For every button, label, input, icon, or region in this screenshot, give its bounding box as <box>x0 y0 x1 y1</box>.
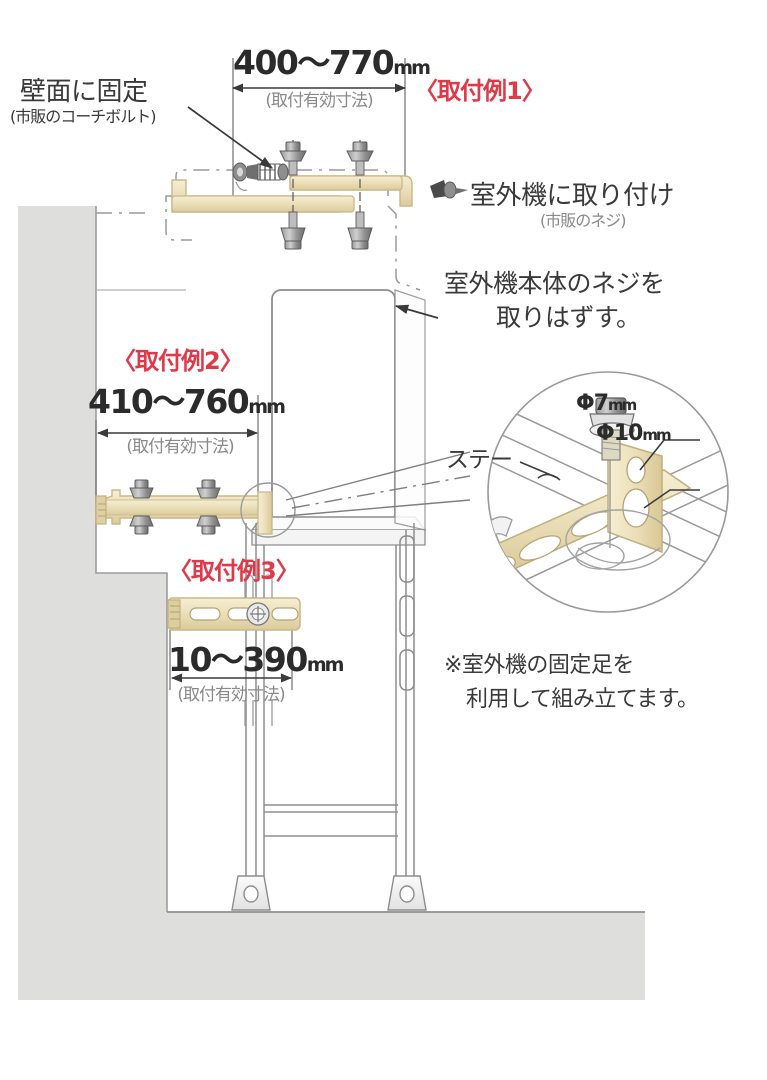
hole-small-value: Φ7 <box>576 391 609 416</box>
detail-magnified-view <box>487 371 729 613</box>
example2-extension-lines <box>95 395 259 505</box>
stand-feet <box>231 875 427 911</box>
leader-remove-screw <box>394 304 439 319</box>
unit-screw-icon <box>430 180 468 199</box>
detail-focus-circle <box>240 482 296 538</box>
example2-bolt-1 <box>129 479 154 535</box>
detail-bolt <box>589 397 635 548</box>
wall-and-ground-mass <box>18 206 645 1000</box>
example2-bolt-2 <box>196 479 221 535</box>
bolt-down-1 <box>280 211 306 250</box>
example3-dim-unit: mm <box>306 654 345 676</box>
example2-bracket-assembly <box>95 395 296 538</box>
hole-small-unit: mm <box>608 396 637 414</box>
label-example1-title: 〈取付例1〉 <box>414 77 546 105</box>
bolt-up-1 <box>279 141 307 176</box>
label-example2-dimension: 410～760mm <box>88 382 286 421</box>
label-wall-fix-line1: 壁面に固定 <box>20 77 148 107</box>
label-wall-fix-line2: (市販のコーチボルト) <box>10 107 156 126</box>
detail-callout-leaders <box>285 451 471 517</box>
example3-bracket-assembly <box>167 574 301 726</box>
label-stay: ステー <box>446 447 513 473</box>
example2-dim-unit: mm <box>248 396 286 418</box>
label-example2-sub: (取付有効寸法) <box>126 437 234 457</box>
example1-dim-unit: mm <box>393 57 431 79</box>
example1-bracket-assembly <box>96 58 468 291</box>
label-note-line2: 利用して組み立てます。 <box>466 687 699 712</box>
leader-wall-fix <box>187 106 274 169</box>
label-hole-small: Φ7mm <box>576 391 637 417</box>
bolt-up-2 <box>346 141 374 176</box>
bolt-down-2 <box>347 211 373 250</box>
label-remove-screw-line1: 室外機本体のネジを <box>444 269 665 298</box>
example1-dim-value: 400～770 <box>233 43 395 82</box>
hole-large-value: Φ10 <box>596 421 643 446</box>
label-remove-screw-line2: 取りはずす。 <box>496 303 641 332</box>
label-example3-title: 〈取付例3〉 <box>168 557 300 585</box>
phantom-outline <box>96 169 421 291</box>
example2-dim-value: 410～760 <box>88 382 250 421</box>
label-attach-unit-line1: 室外機に取り付け <box>470 181 675 211</box>
label-example3-dimension: 10～390mm <box>168 641 344 679</box>
label-example2-title: 〈取付例2〉 <box>112 347 244 375</box>
label-note-line1: ※室外機の固定足を <box>444 653 634 678</box>
label-hole-large: Φ10mm <box>596 421 672 447</box>
label-example3-sub: (取付有効寸法) <box>177 685 285 705</box>
coach-bolt-icon <box>232 162 289 191</box>
example3-dim-value: 10～390 <box>168 640 308 679</box>
hole-large-unit: mm <box>642 426 671 444</box>
phi-leaders <box>639 439 700 509</box>
label-attach-unit-line2: (市販のネジ) <box>540 211 626 230</box>
label-example1-dimension: 400～770mm <box>233 43 431 82</box>
label-example1-sub: (取付有効寸法) <box>265 91 373 111</box>
